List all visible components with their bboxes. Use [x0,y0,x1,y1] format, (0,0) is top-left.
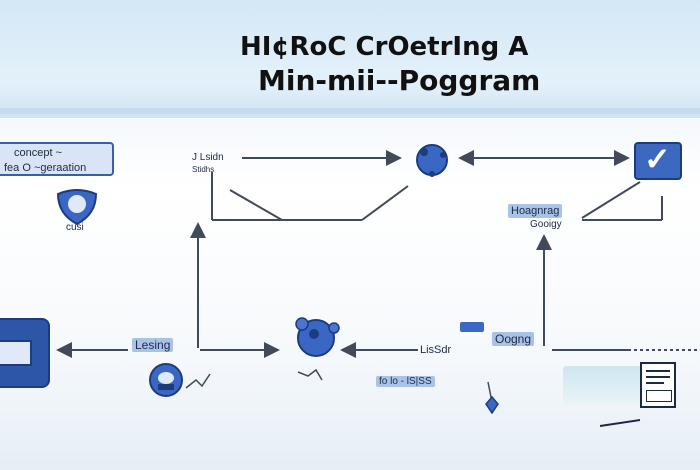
gear-cluster-icon-bottom [295,317,340,357]
diagram-title-line1: HI¢RoC CrOetrIng A [240,32,529,62]
link-right-diag [581,181,641,219]
right-node-line2: Gooigy [530,219,562,230]
bottom-mid-node-label: LisSdr [420,344,452,356]
bottom-left-node-label: Lesing [132,338,174,352]
header-banner [0,0,700,118]
link-diag-left [229,189,283,221]
concept-box-line2: fea O ~geraation [4,162,87,174]
gear-cluster-icon-top [416,144,448,177]
top-left-node-label: J Lsidn Stidhs [192,152,224,176]
squiggle-center [297,368,323,381]
right-node-line1: Hoagnrag [508,204,563,218]
person-icon [149,363,183,397]
concept-box: concept ~ fea O ~geraation [0,142,114,176]
squiggle-bottom-left [185,373,211,389]
output-box-left [0,318,50,388]
top-left-node-line1: J Lsidn [192,152,224,163]
checkmark-box: ✓ [634,141,682,180]
concept-box-line1: concept ~ [14,147,63,159]
bottom-center-node-label: fo lo - lS|SS [376,376,435,387]
header-divider [0,108,700,114]
small-tag-marker [460,322,484,332]
top-left-node-line2: Stidhs [192,165,215,174]
link-panel-line-2 [599,419,641,427]
document-icon [640,362,676,408]
checkmark-icon: ✓ [644,141,671,177]
shield-icon [56,189,98,226]
bottom-mid-right-node-label: Oogng [492,332,535,346]
link-diag-center [361,185,409,221]
pin-icon [485,396,499,414]
concept-icon-label: cusi [66,222,84,233]
diagram-title-line2: Min-mii--Poggram [258,64,541,97]
right-node-label: Hoagnrag Gooigy [508,204,563,232]
output-box-inner [0,340,32,366]
info-panel [563,366,643,404]
